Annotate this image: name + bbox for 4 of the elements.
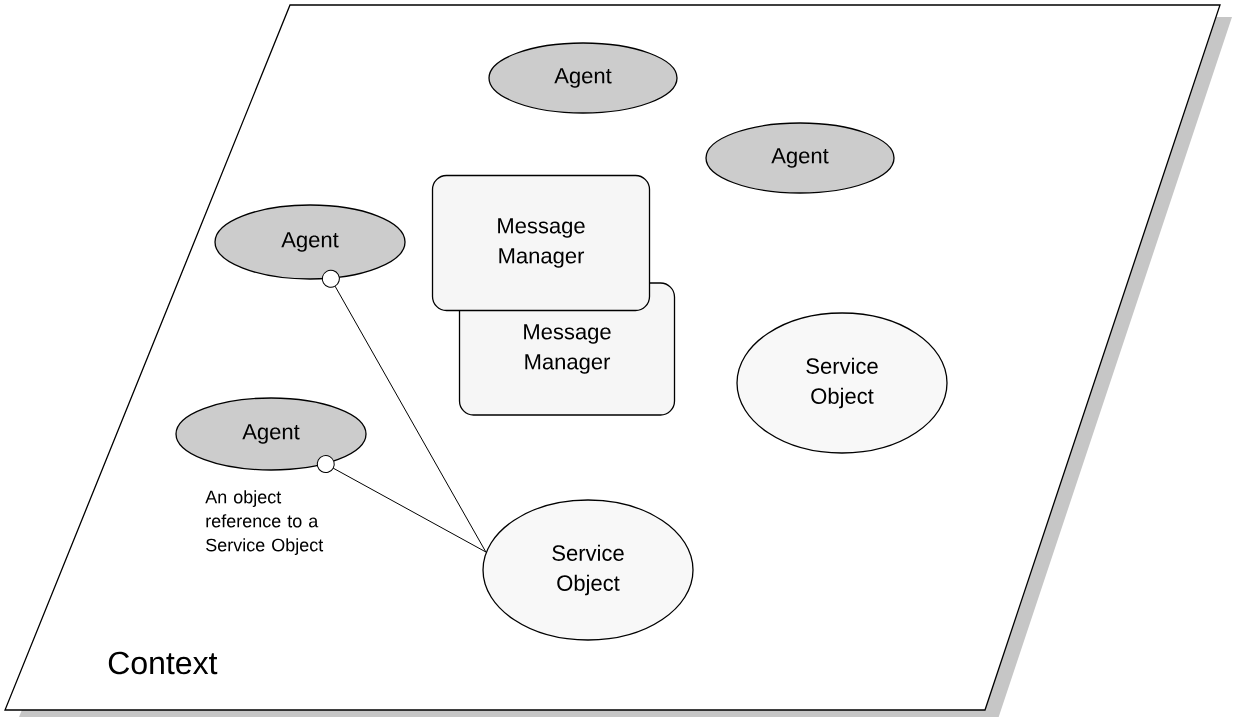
message-manager-box: Message Manager xyxy=(431,174,651,312)
reference-line xyxy=(321,269,487,553)
note-text: An object reference to a Service Object xyxy=(205,490,324,555)
reference-line xyxy=(316,455,487,553)
